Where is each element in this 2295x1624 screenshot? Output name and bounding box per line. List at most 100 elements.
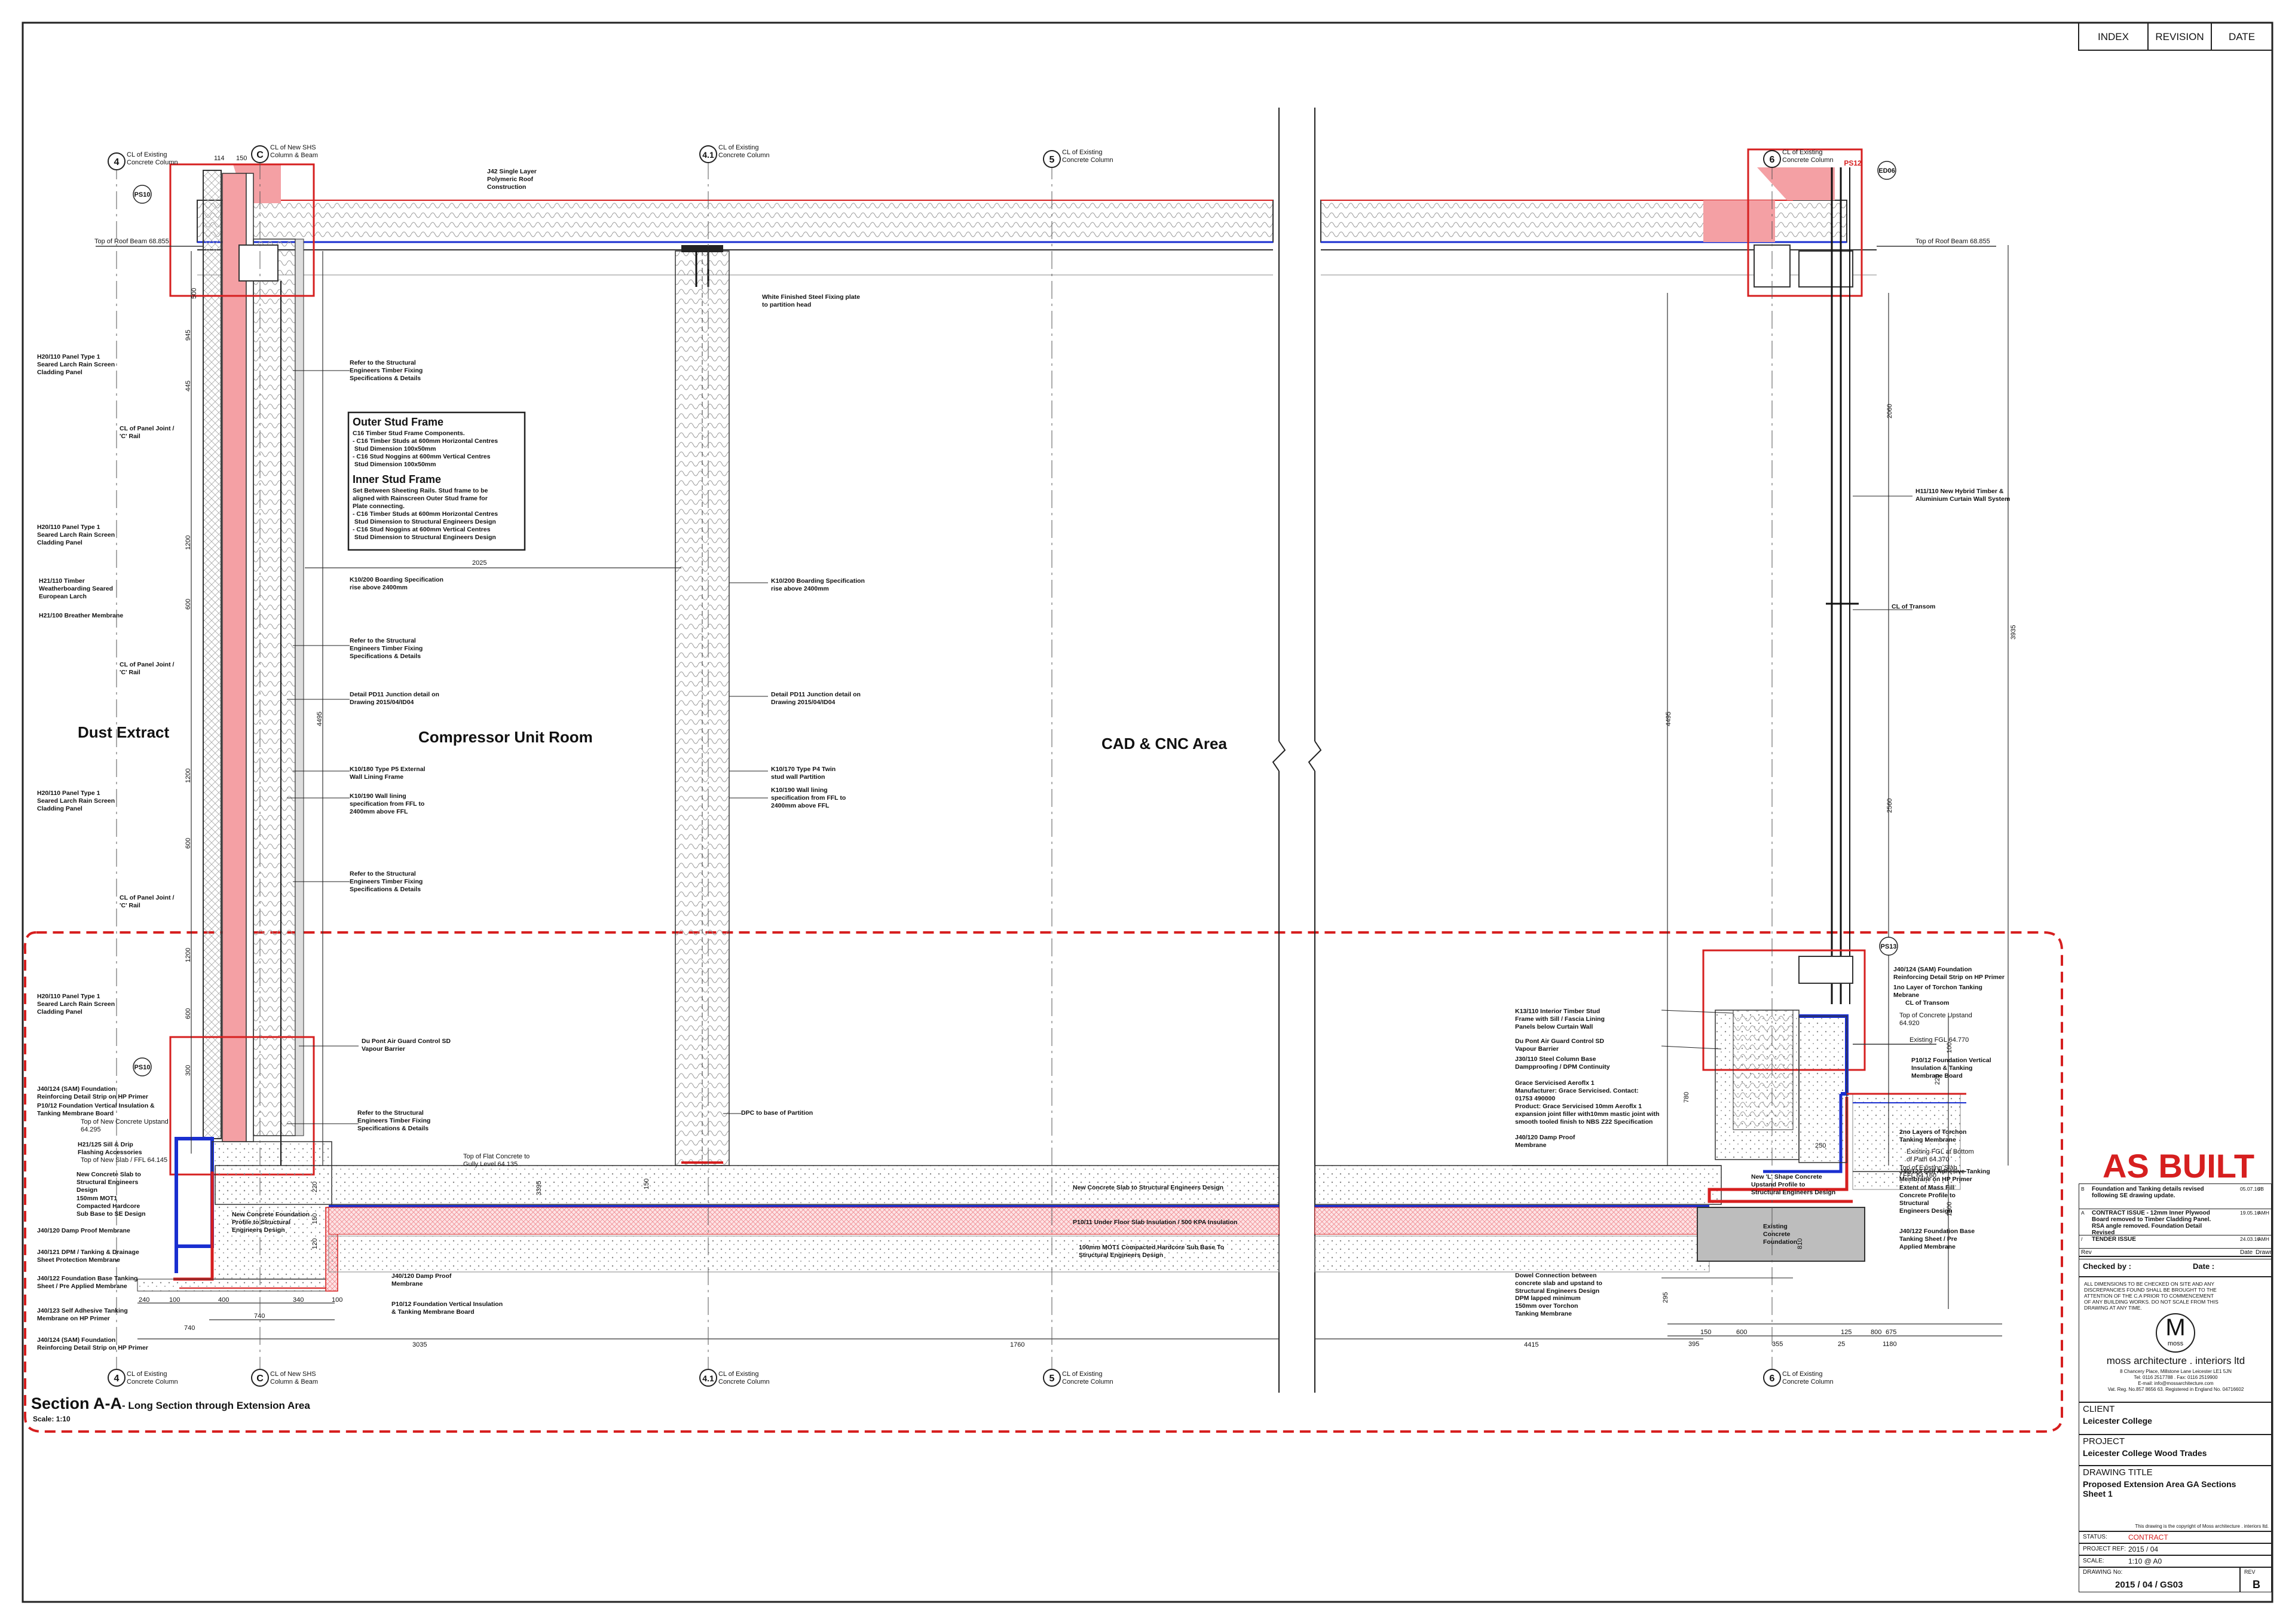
tag-ps10-top: PS10 (134, 191, 151, 198)
dim-bottom-9: 4415 (1524, 1341, 1538, 1348)
stud-frame-box (347, 411, 526, 551)
drawing-number-row: DRAWING No: 2015 / 04 / GS03 (2079, 1567, 2240, 1592)
revision-by: AMH (2258, 1210, 2269, 1216)
dim-vertical-left-4: 1200 (185, 769, 192, 783)
revision-by: JB (2258, 1186, 2264, 1192)
grid-top-41: 4.1 (702, 150, 714, 160)
grid-top-6: 6 (1770, 155, 1775, 165)
note-right-1: CL of Transom (1892, 603, 1935, 610)
dim-misc-3: 2025 (472, 559, 486, 567)
room-dust-extract: Dust Extract (78, 723, 169, 741)
drawing-number-value: 2015 / 04 / GS03 (2115, 1580, 2183, 1590)
revision-rev: B (2081, 1186, 2085, 1192)
section-title: Section A-A- Long Section through Extens… (31, 1394, 310, 1412)
note-right-0: H11/110 New Hybrid Timber &Aluminium Cur… (1915, 488, 2010, 503)
header-date: DATE (2229, 31, 2255, 42)
scale-label: SCALE: (2083, 1558, 2104, 1564)
grid-top-5: 5 (1049, 155, 1055, 165)
dim-bottom-15: 675 (1886, 1329, 1896, 1336)
sheet-border (22, 22, 2273, 1603)
dim-misc-12: 3935 (2010, 625, 2017, 640)
level-existing-fgl: Existing FGL 64.770 (1910, 1036, 1969, 1044)
status-value: CONTRACT (2128, 1533, 2168, 1542)
moss-logo: M moss (2156, 1313, 2195, 1353)
note-left-7: CL of Panel Joint /'C' Rail (120, 894, 174, 909)
leader-lines (287, 370, 1912, 1279)
grid-bot-41: 4.1 (702, 1374, 714, 1383)
firm-address: 8 Chancery Place, Millstone Lane Leicest… (2107, 1369, 2244, 1392)
note-mid-18: DPC to base of Partition (741, 1109, 813, 1117)
dim-misc-1: 150 (236, 155, 247, 162)
dim-misc-19: 295 (1662, 1292, 1669, 1303)
revision-rev: / (2081, 1236, 2083, 1242)
room-cad-cnc: CAD & CNC Area (1101, 735, 1227, 753)
drawing-title-label: DRAWING TITLE (2083, 1467, 2153, 1478)
tag-ps10-bottom: PS10 (134, 1064, 151, 1071)
note-left-10: P10/12 Foundation Vertical Insulation &T… (37, 1102, 155, 1117)
header-index: INDEX (2098, 31, 2129, 42)
checked-date-label: Date : (2193, 1262, 2215, 1271)
dim-vertical-left-6: 1200 (185, 948, 192, 962)
disclaimer-text: ALL DIMENSIONS TO BE CHECKED ON SITE AND… (2084, 1281, 2218, 1311)
client-value: Leicester College (2083, 1416, 2152, 1426)
drawing-title-value: Proposed Extension Area GA Sections Shee… (2083, 1479, 2236, 1498)
level-roof-left: Top of Roof Beam 68.855 (94, 238, 169, 245)
project-label: PROJECT (2083, 1436, 2125, 1446)
inner-stud-body: Set Between Sheeting Rails. Stud frame t… (353, 487, 498, 541)
dim-bottom-16: 1180 (1883, 1341, 1897, 1348)
client-block: CLIENT Leicester College (2079, 1402, 2272, 1435)
revision-by: AMH (2258, 1236, 2269, 1242)
note-mid-13: P10/12 Foundation Vertical Insulation& T… (391, 1301, 503, 1316)
client-label: CLIENT (2083, 1404, 2115, 1414)
dim-bottom-12: 600 (1736, 1329, 1747, 1336)
dim-misc-11: 2560 (1886, 799, 1893, 813)
grid-bot-c: C (256, 1374, 264, 1384)
dim-bottom-17: 25 (1838, 1341, 1845, 1348)
note-left-5: CL of Panel Joint /'C' Rail (120, 661, 174, 676)
copyright-note: This drawing is the copyright of Moss ar… (2135, 1524, 2269, 1529)
dim-misc-0: 114 (214, 155, 225, 162)
project-ref-label: PROJECT REF: (2083, 1546, 2126, 1552)
dim-bottom-3: 340 (293, 1296, 304, 1304)
revision-date: 05.07.16 (2240, 1186, 2260, 1192)
checked-row: Checked by : Date : (2079, 1256, 2272, 1277)
dim-misc-4: 220 (311, 1182, 319, 1192)
scale-row: SCALE: 1:10 @ A0 (2079, 1555, 2272, 1567)
header-frame (2078, 22, 2273, 51)
note-left-4: H21/100 Breather Membrane (39, 612, 123, 619)
note-mid-19: New Concrete Slab to Structural Engineer… (1073, 1184, 1223, 1191)
note-right-4: CL of Transom (1905, 999, 1949, 1007)
revision-rev: A (2081, 1210, 2085, 1216)
note-left-14: J40/120 Damp Proof Membrane (37, 1227, 130, 1234)
header-revision: REVISION (2155, 31, 2204, 42)
moss-logo-word: moss (2167, 1340, 2184, 1347)
dim-misc-17: 1300 (1946, 1202, 1953, 1216)
level-lines (96, 246, 1996, 1166)
dim-bottom-6: 740 (184, 1325, 195, 1332)
dim-misc-14: 220 (1934, 1074, 1941, 1085)
